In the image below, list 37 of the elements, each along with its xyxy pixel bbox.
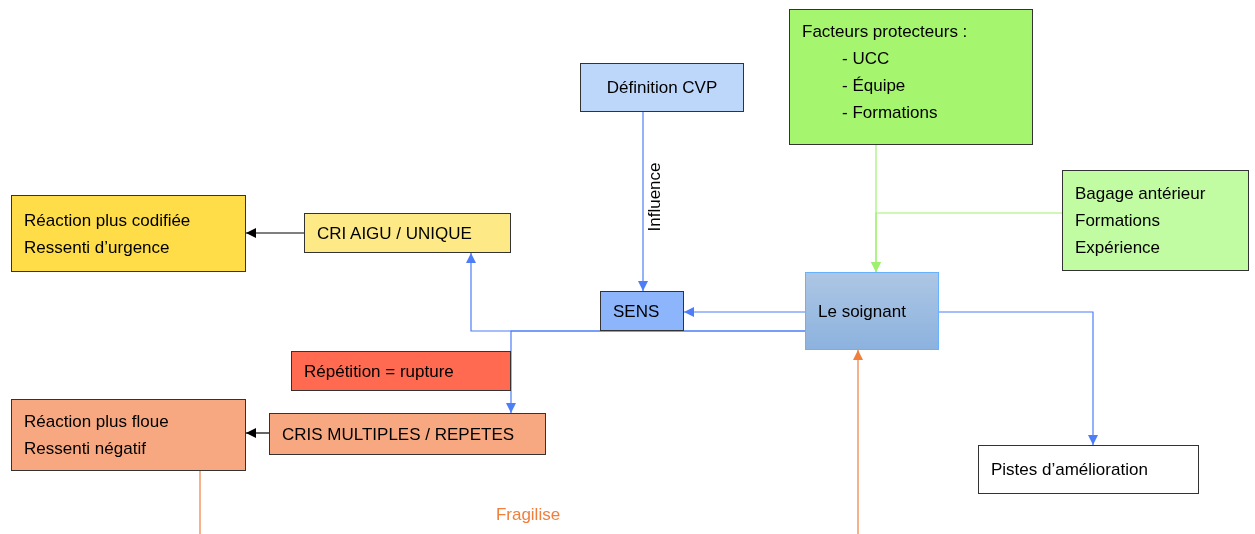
box-text: Réaction plus codifiée <box>24 209 191 232</box>
arrow <box>506 330 806 414</box>
box-text: Réaction plus floue <box>24 411 169 433</box>
arrow <box>638 111 648 292</box>
process-box <box>805 272 939 350</box>
box-text: Expérience <box>1075 237 1161 259</box>
process-box <box>978 445 1199 494</box>
arrow <box>245 228 305 238</box>
arrow <box>871 212 1063 273</box>
process-box <box>1062 170 1249 271</box>
process-box <box>789 9 1033 145</box>
box-text: Définition CVP <box>606 77 718 99</box>
process-box <box>304 213 511 253</box>
box-text: Ressenti d’urgence <box>24 236 170 259</box>
process-box <box>600 291 684 331</box>
list-item: - Formations <box>841 102 938 124</box>
arrow <box>938 311 1098 446</box>
process-box <box>291 351 511 391</box>
box-text: CRI AIGU / UNIQUE <box>317 222 472 245</box>
box-text: Pistes d’amélioration <box>991 459 1148 481</box>
box-text: Le soignant <box>818 300 906 323</box>
process-box <box>11 195 246 272</box>
box-text: Ressenti négatif <box>24 438 146 460</box>
arrow <box>245 428 270 438</box>
process-box <box>269 413 546 455</box>
arrow <box>199 349 863 534</box>
process-box <box>580 63 744 112</box>
box-text: Répétition = rupture <box>304 360 454 383</box>
box-text: Formations <box>1075 210 1161 232</box>
list-item: - UCC <box>841 48 890 70</box>
process-box <box>11 399 246 471</box>
box-text: Facteurs protecteurs : <box>802 21 968 43</box>
box-text: SENS <box>613 300 660 323</box>
box-text: Bagage antérieur <box>1075 183 1206 205</box>
list-item: - Équipe <box>841 75 906 97</box>
box-text: CRIS MULTIPLES / REPETES <box>282 423 515 446</box>
arrow <box>683 307 806 317</box>
